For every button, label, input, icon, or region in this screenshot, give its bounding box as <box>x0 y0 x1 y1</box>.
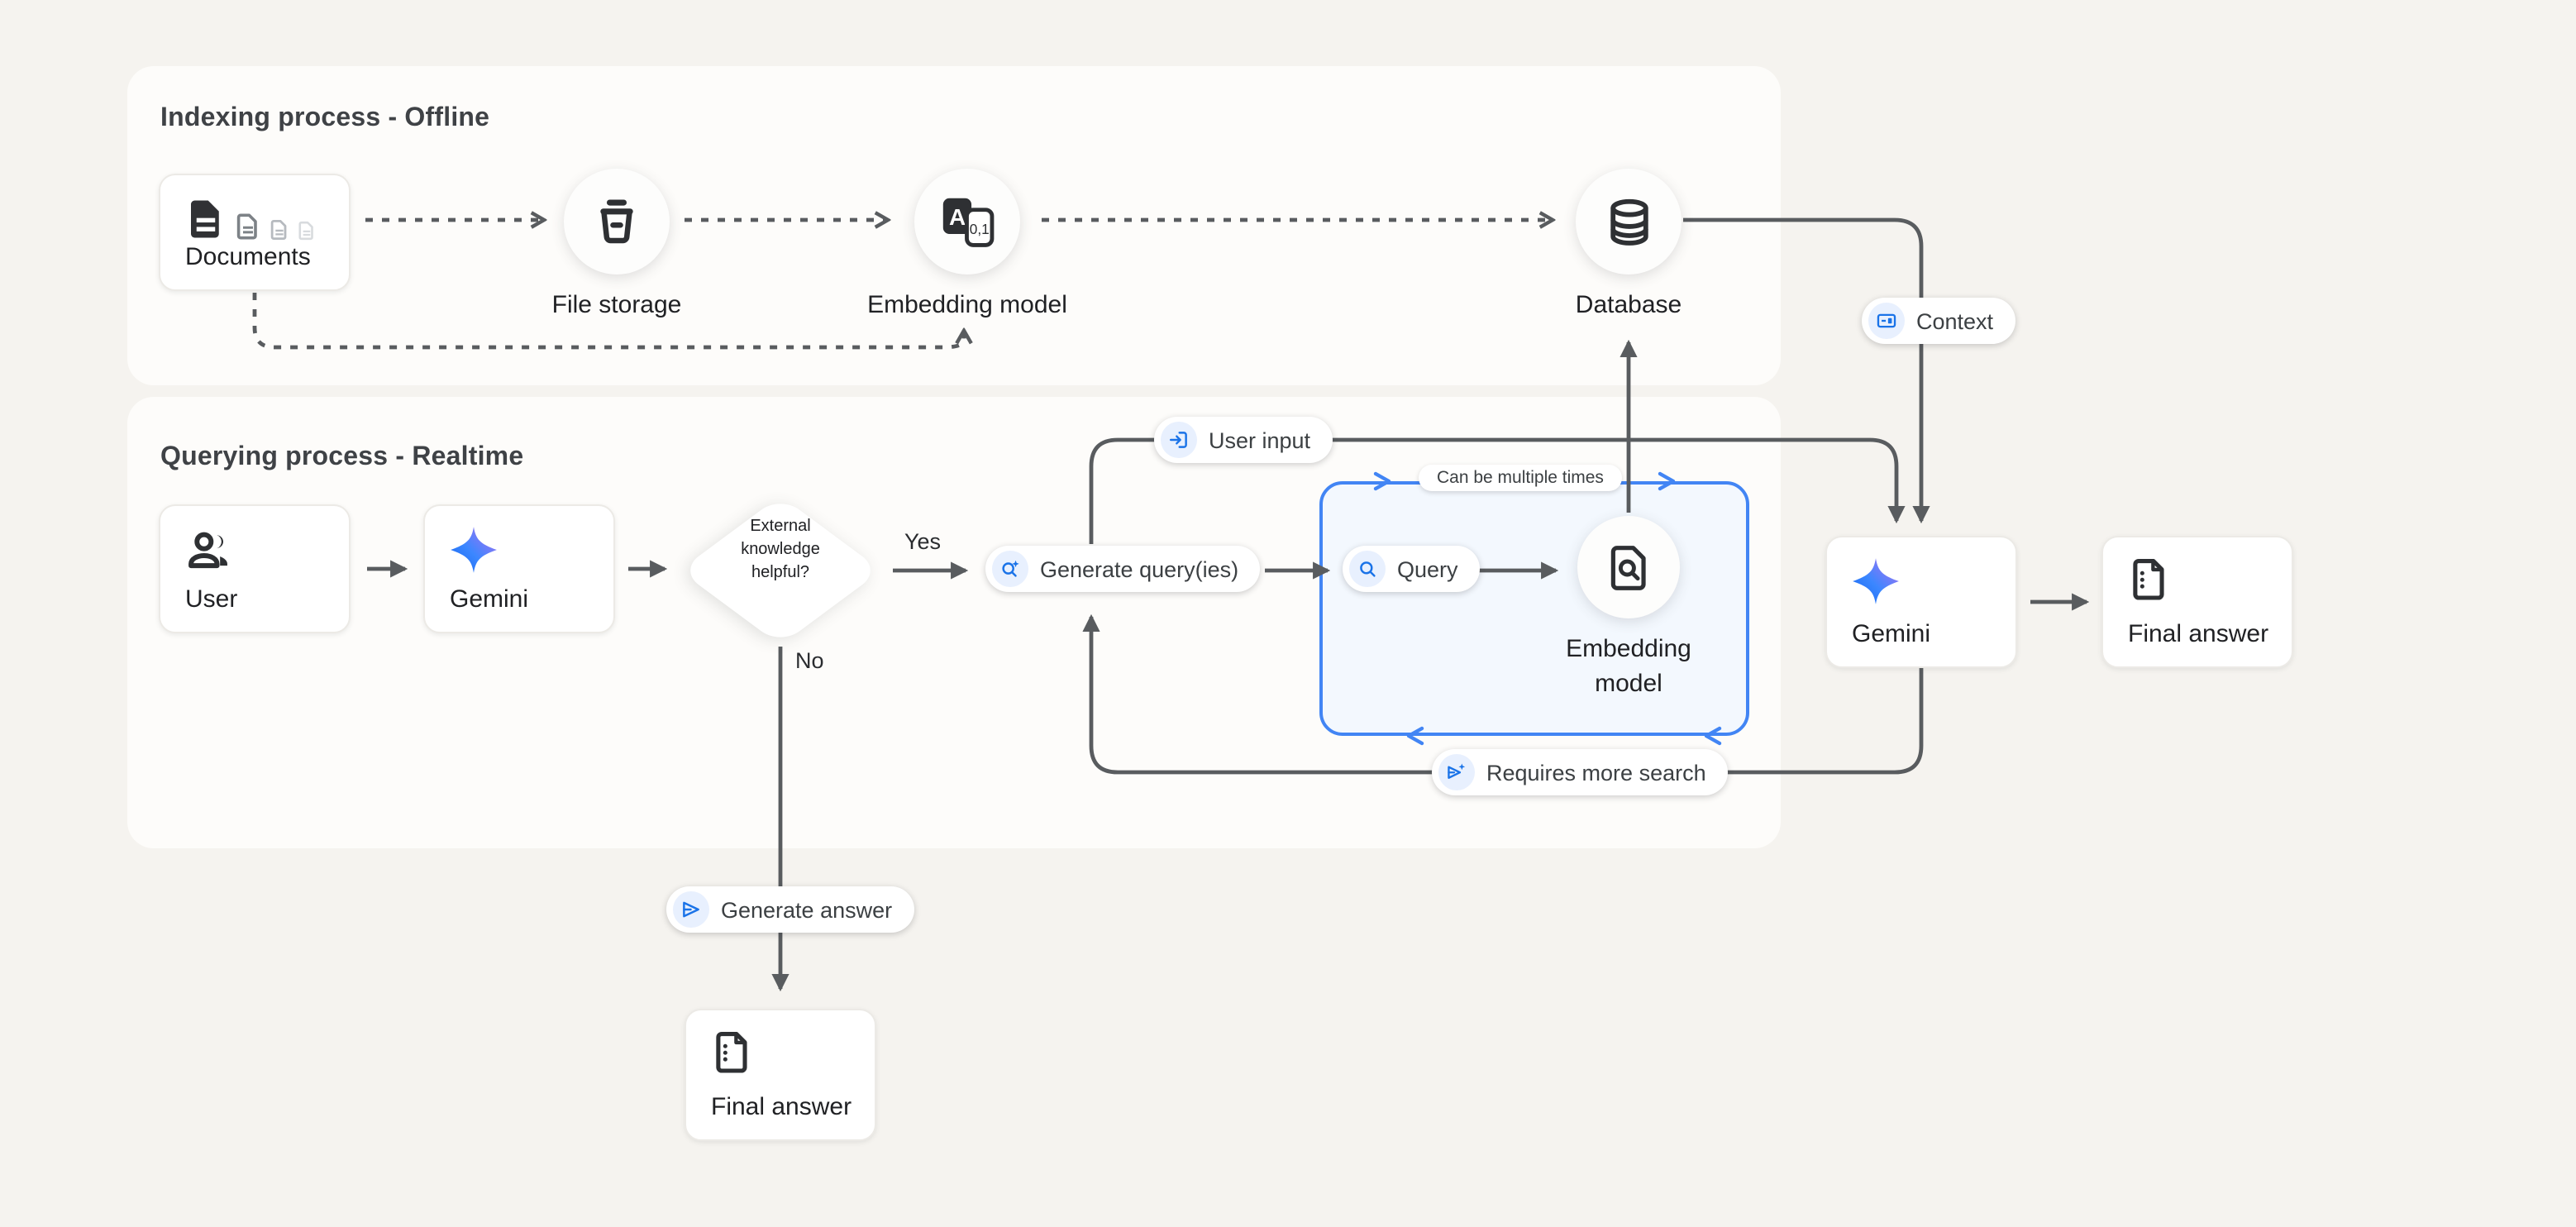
node-gemini-query: Gemini <box>423 504 615 633</box>
step-query: Query <box>1343 546 1480 592</box>
label-text: Context <box>1916 308 1994 333</box>
step-generate-answer: Generate answer <box>666 886 914 933</box>
input-icon <box>1161 422 1197 458</box>
svg-text:0,1: 0,1 <box>970 220 990 236</box>
step-label: Generate query(ies) <box>1040 556 1239 581</box>
node-label: Documents <box>185 243 311 271</box>
node-documents: Documents <box>159 174 351 291</box>
search-spark-icon <box>992 551 1028 587</box>
node-label: User <box>185 585 238 614</box>
label-can-be-multiple-times: Can be multiple times <box>1419 465 1622 491</box>
document-search-icon <box>1610 545 1645 590</box>
node-final-answer-right: Final answer <box>2101 536 2293 668</box>
node-label: Gemini <box>1852 620 1931 648</box>
storage-bucket-icon <box>600 199 633 244</box>
edge-label-yes: Yes <box>904 529 942 554</box>
step-generate-queries: Generate query(ies) <box>985 546 1261 592</box>
documents-stack-icon <box>184 197 317 241</box>
node-label: File storage <box>551 291 682 319</box>
svg-text:A: A <box>949 203 966 229</box>
node-embedding-model-realtime <box>1577 516 1680 618</box>
node-label: Embedding model <box>867 291 1067 319</box>
node-database <box>1576 169 1682 275</box>
gemini-star-icon <box>448 524 499 584</box>
node-user: User <box>159 504 351 633</box>
step-label: Generate answer <box>721 897 893 922</box>
label-text: Can be multiple times <box>1437 468 1604 488</box>
send-spark-icon <box>1438 754 1475 790</box>
step-label: Query <box>1397 556 1458 581</box>
gemini-star-icon <box>1850 556 1901 615</box>
label-text: User input <box>1209 427 1311 452</box>
node-file-storage <box>564 169 670 275</box>
search-icon <box>1349 551 1386 587</box>
node-label: Final answer <box>711 1093 852 1121</box>
final-answer-document-icon <box>2126 556 2174 612</box>
node-label: Database <box>1575 291 1682 319</box>
panel-querying-title: Querying process - Realtime <box>160 443 524 471</box>
node-label: Final answer <box>2128 620 2269 648</box>
node-gemini-answer: Gemini <box>1825 536 2017 668</box>
decision-label: External knowledge helpful? <box>741 518 820 583</box>
label-text: Requires more search <box>1486 760 1706 785</box>
users-icon <box>184 524 235 584</box>
label-context: Context <box>1862 298 2015 344</box>
edge-label-no: No <box>795 648 824 673</box>
panel-indexing-title: Indexing process - Offline <box>160 104 490 132</box>
node-label: Embedding model <box>1566 635 1691 698</box>
final-answer-document-icon <box>709 1029 757 1085</box>
label-user-input: User input <box>1154 417 1333 463</box>
node-final-answer-bottom: Final answer <box>685 1009 876 1141</box>
send-icon <box>673 891 709 928</box>
database-icon <box>1610 198 1648 245</box>
context-card-icon <box>1868 303 1905 339</box>
node-label: Gemini <box>450 585 529 614</box>
label-requires-more-search: Requires more search <box>1432 749 1728 795</box>
